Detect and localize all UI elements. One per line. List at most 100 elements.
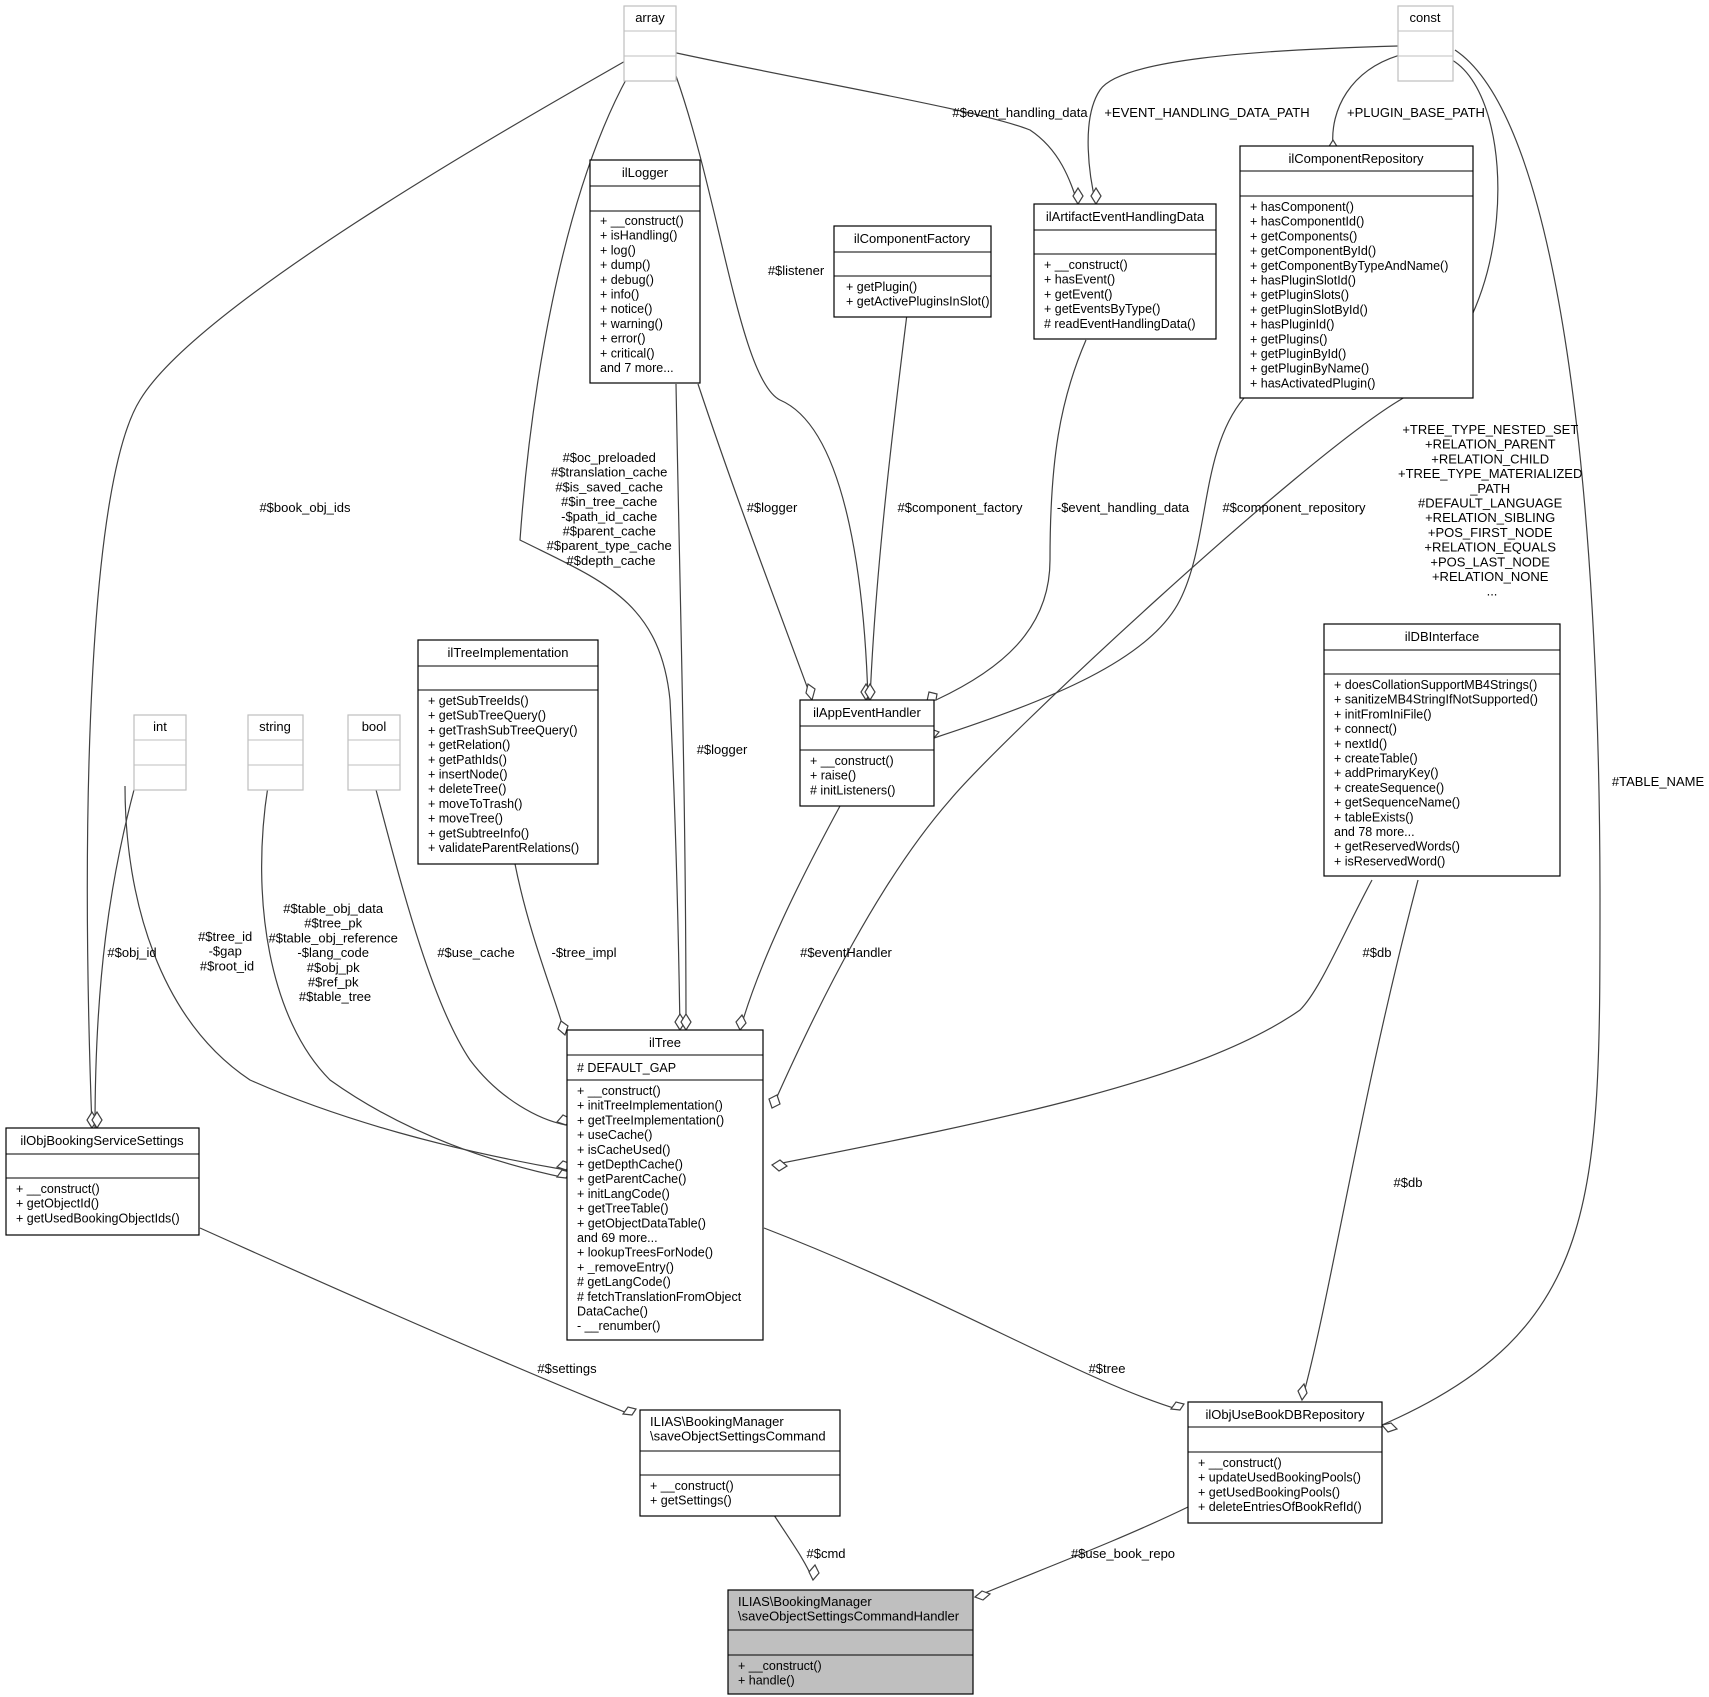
edge-label-use-cache: #$use_cache — [437, 945, 514, 960]
edge-logger-tree — [675, 383, 687, 1031]
class-box — [727, 1589, 974, 1695]
class-bool[interactable]: bool — [347, 714, 401, 791]
diamond-marker — [864, 682, 876, 702]
edge-component-repository — [933, 397, 1245, 739]
class-members: + doesCollationSupportMB4Strings() + san… — [1334, 678, 1541, 868]
class-name: int — [153, 719, 167, 734]
edge-tree-repo — [763, 1227, 1181, 1411]
class-name: ilArtifactEventHandlingData — [1046, 209, 1205, 224]
class-saveobjectsettingscommandhandler[interactable]: ILIAS\BookingManager \saveObjectSettings… — [727, 1589, 974, 1695]
class-ilcomponentfactory[interactable]: ilComponentFactory + getPlugin() + getAc… — [833, 225, 992, 318]
aggregation-markers — [86, 138, 1399, 1601]
edge-component-factory — [869, 305, 909, 701]
diamond-marker — [768, 1094, 781, 1109]
class-box — [799, 699, 935, 807]
edge-tree-caches — [519, 75, 681, 1031]
class-iltree[interactable]: ilTree # DEFAULT_GAP + __construct() + i… — [566, 1029, 764, 1341]
edge-listener — [675, 75, 869, 701]
edge-use-cache — [374, 785, 567, 1126]
edge-label-tree-caches: #$oc_preloaded #$translation_cache #$is_… — [547, 450, 676, 568]
class-ilobjbookingservicesettings[interactable]: ilObjBookingServiceSettings + __construc… — [5, 1127, 200, 1236]
edge-book-obj-ids — [86, 59, 628, 1129]
class-members: + __construct() + handle() — [738, 1659, 825, 1688]
class-ilobjusebookdbrepository[interactable]: ilObjUseBookDBRepository + __construct()… — [1187, 1401, 1383, 1524]
class-ilappeventhandler[interactable]: ilAppEventHandler + __construct() + rais… — [799, 699, 935, 807]
edge-label-component-repository: #$component_repository — [1222, 500, 1366, 515]
class-box — [1397, 5, 1454, 82]
class-members: + getSubTreeIds() + getSubTreeQuery() + … — [428, 694, 581, 855]
diamond-marker — [735, 1013, 747, 1032]
class-box — [1187, 1401, 1383, 1524]
edge-event-handling-data-path — [1087, 45, 1399, 205]
edge-label-tree-repo: #$tree — [1089, 1361, 1126, 1376]
class-members: + __construct() + isHandling() + log() +… — [600, 214, 687, 375]
class-members: + __construct() + hasEvent() + getEvent(… — [1044, 258, 1195, 331]
edge-table-name — [1381, 49, 1601, 1426]
class-box — [623, 5, 677, 82]
edge-logger-app — [697, 383, 813, 701]
edge-label-string-attrs: #$table_obj_data #$tree_pk #$table_obj_r… — [268, 901, 401, 1004]
class-name: ilAppEventHandler — [813, 705, 921, 720]
class-box — [589, 159, 701, 384]
edge-label-tree-impl: -$tree_impl — [551, 945, 616, 960]
edge-label-db-tree: #$db — [1363, 945, 1392, 960]
edge-label-cmd: #$cmd — [806, 1546, 845, 1561]
edge-label-book-obj-ids: #$book_obj_ids — [259, 500, 351, 515]
class-const[interactable]: const — [1397, 5, 1454, 82]
edge-label-int-attrs: #$tree_id -$gap #$root_id — [198, 929, 256, 973]
class-box — [566, 1029, 764, 1341]
edge-label-event-handling-data-path: +EVENT_HANDLING_DATA_PATH — [1104, 105, 1309, 120]
class-name: ilObjBookingServiceSettings — [20, 1133, 184, 1148]
class-name: string — [259, 719, 291, 734]
class-box — [5, 1127, 200, 1236]
diamond-marker — [770, 1159, 789, 1172]
class-name: bool — [362, 719, 387, 734]
edge-label-settings: #$settings — [537, 1361, 597, 1376]
edge-use-book-repo — [974, 1506, 1189, 1598]
edge-event-handling-data — [671, 51, 1079, 205]
diamond-marker — [680, 1012, 692, 1032]
edge-label-use-book-repo: #$use_book_repo — [1071, 1546, 1175, 1561]
class-ilcomponentrepository[interactable]: ilComponentRepository + hasComponent() +… — [1239, 145, 1474, 399]
class-name: ILIAS\BookingManager \saveObjectSettings… — [650, 1414, 826, 1444]
class-box — [1033, 203, 1217, 340]
class-iltreeimplementation[interactable]: ilTreeImplementation + getSubTreeIds() +… — [417, 639, 599, 865]
diamond-marker — [1380, 1422, 1399, 1433]
class-box — [639, 1409, 841, 1517]
edge-label-table-name: #TABLE_NAME — [1612, 774, 1705, 789]
class-box — [833, 225, 992, 318]
edge-label-db-repo: #$db — [1394, 1175, 1423, 1190]
diamond-marker — [973, 1590, 992, 1601]
class-members: + __construct() + raise() # initListener… — [810, 754, 897, 797]
class-saveobjectsettingscommand[interactable]: ILIAS\BookingManager \saveObjectSettings… — [639, 1409, 841, 1517]
class-name: const — [1409, 10, 1440, 25]
class-int[interactable]: int — [133, 714, 187, 791]
diamond-marker — [557, 1020, 569, 1037]
class-members: + __construct() + getObjectId() + getUse… — [16, 1182, 180, 1225]
class-name: array — [635, 10, 665, 25]
diamond-marker — [1090, 186, 1102, 206]
class-array[interactable]: array — [623, 5, 677, 82]
class-ildbinterface[interactable]: ilDBInterface + doesCollationSupportMB4S… — [1323, 623, 1561, 877]
diamond-marker — [1169, 1401, 1185, 1411]
class-illogger[interactable]: ilLogger + __construct() + isHandling() … — [589, 159, 701, 384]
class-name: ilComponentFactory — [854, 231, 971, 246]
class-box — [1239, 145, 1474, 399]
class-box — [1323, 623, 1561, 877]
class-members: + __construct() + getSettings() — [650, 1479, 737, 1508]
edge-label-private-event-handling-data: -$event_handling_data — [1057, 500, 1190, 515]
edge-event-handler — [739, 805, 841, 1031]
edge-label-listener: #$listener — [768, 263, 825, 278]
class-string[interactable]: string — [247, 714, 304, 791]
class-box — [417, 639, 599, 865]
class-box — [247, 714, 304, 791]
diamond-marker — [1297, 1382, 1308, 1402]
class-members: + __construct() + updateUsedBookingPools… — [1198, 1456, 1364, 1514]
edge-db-tree — [771, 879, 1373, 1166]
diamond-marker — [805, 682, 816, 702]
class-ilartifacteventhandlingdata[interactable]: ilArtifactEventHandlingData + __construc… — [1033, 203, 1217, 340]
class-members: + getPlugin() + getActivePluginsInSlot() — [846, 280, 989, 309]
edge-tree-consts — [771, 59, 1499, 1109]
class-name: ilTree — [649, 1035, 681, 1050]
class-name: ilTreeImplementation — [448, 645, 569, 660]
